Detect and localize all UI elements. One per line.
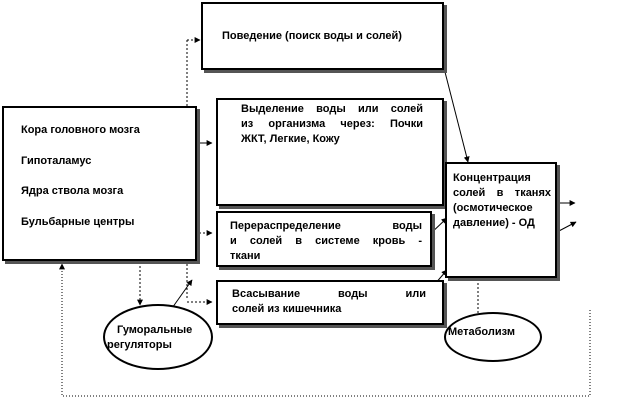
- humoral-line-1: Гуморальные: [117, 324, 193, 336]
- brain-cortex-label: Кора головного мозга: [21, 124, 140, 136]
- behavior-box: Поведение (поиск воды и солей): [201, 2, 444, 70]
- brain-hypothalamus-label: Гипоталамус: [21, 155, 92, 167]
- metabolism-label: Метаболизм: [448, 326, 515, 338]
- humoral-line-2: регуляторы: [107, 339, 172, 351]
- absorption-line-2: солей из кишечника: [232, 303, 342, 315]
- concentration-box: Концентрация солей в тканях (осмотическо…: [445, 162, 557, 278]
- brain-bulbar-label: Бульбарные центры: [21, 216, 135, 228]
- redistribution-line-3: ткани: [230, 250, 261, 262]
- behavior-label: Поведение (поиск воды и солей): [222, 30, 402, 42]
- excretion-line-2: из организма через: Почки: [241, 118, 423, 130]
- concentration-line-1: Концентрация: [453, 172, 531, 184]
- feedback-loop: [59, 263, 591, 397]
- excretion-line-3: ЖКТ, Легкие, Кожу: [241, 133, 340, 145]
- redistribution-line-1: Перераспределение воды: [230, 220, 422, 232]
- excretion-box: Выделение воды или солей из организма че…: [216, 98, 444, 206]
- arrow-concentration-out-2: [556, 221, 577, 233]
- arrow-behavior-to-concentration: [444, 71, 470, 163]
- humoral-regulators-ellipse: Гуморальные регуляторы: [103, 304, 213, 370]
- metabolism-ellipse: Метаболизм: [444, 312, 542, 362]
- redistribution-line-2: и солей в системе кровь -: [230, 235, 422, 247]
- concentration-line-2: солей в тканях: [453, 187, 551, 199]
- absorption-box: Всасывание воды или солей из кишечника: [216, 280, 444, 325]
- excretion-line-1: Выделение воды или солей: [241, 103, 423, 115]
- concentration-line-3: (осмотическое: [453, 202, 533, 214]
- redistribution-box: Перераспределение воды и солей в системе…: [216, 211, 432, 267]
- brain-brainstem-label: Ядра ствола мозга: [21, 185, 124, 197]
- concentration-line-4: давление) - ОД: [453, 217, 535, 229]
- absorption-line-1: Всасывание воды или: [232, 288, 426, 300]
- brain-regulation-box: Кора головного мозга Гипоталамус Ядра ст…: [2, 106, 197, 261]
